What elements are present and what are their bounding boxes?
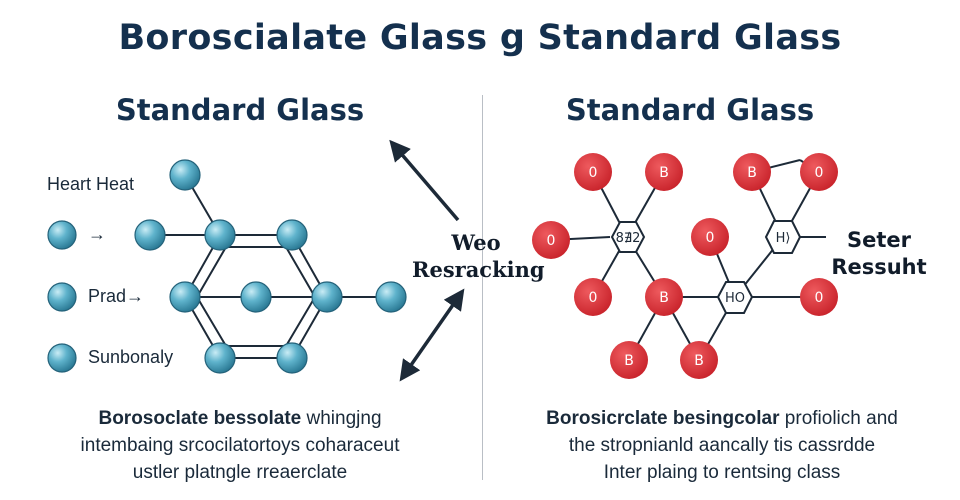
left-caption-line3: ustler platngle rreaerclate: [132, 462, 348, 483]
right-molecule-atoms: 0 B B 0 0 0 0 B 0 B B: [532, 153, 838, 379]
teal-atom: [240, 281, 272, 313]
oxygen-atom: [574, 278, 612, 316]
teal-atom: [47, 282, 77, 312]
atom-label: B: [747, 165, 757, 181]
ring-label: 8∄2: [616, 231, 641, 246]
atom-label: 0: [547, 233, 556, 249]
right-caption-line2: the stropnianld aancally tis cassrdde: [568, 435, 876, 456]
arrow-label: →: [88, 224, 106, 244]
teal-atom: [134, 219, 166, 251]
result-label: Seter Ressuht: [828, 227, 930, 281]
right-caption-line3: Inter plaing to rentsing class: [603, 462, 841, 483]
atom-label: B: [659, 165, 669, 181]
left-panel-title: Standard Glass: [115, 93, 365, 127]
ring-label: H⟩: [776, 231, 791, 246]
oxygen-atom: [574, 153, 612, 191]
heat-label: Heart Heat: [47, 174, 135, 194]
oxygen-atom: [532, 221, 570, 259]
center-label-line2: Resracking: [412, 257, 545, 282]
teal-atom: [47, 220, 77, 250]
right-caption-rest: profiolich and: [779, 408, 898, 429]
left-molecule-bonds: [150, 174, 391, 359]
left-caption-bold: Borosoclate bessolate: [98, 408, 302, 429]
teal-atom: [169, 281, 201, 313]
teal-atom: [311, 281, 343, 313]
atom-label: 0: [706, 230, 715, 246]
oxygen-atom: [691, 218, 729, 256]
arrow-bidirectional-icon: [399, 288, 465, 382]
left-caption-line2: intembaing srcocilatortoys coharaceut: [80, 435, 400, 456]
right-panel-title: Standard Glass: [565, 93, 815, 127]
boron-atom: [645, 278, 683, 316]
result-label-line2: Ressuht: [831, 255, 927, 279]
oxygen-atom: [800, 153, 838, 191]
left-caption: Borosoclate bessolate whingjng intembain…: [20, 405, 460, 486]
panel-divider: [482, 95, 483, 480]
arrow-up-left-icon: [389, 139, 460, 222]
teal-atom: [276, 219, 308, 251]
atom-label: 0: [589, 165, 598, 181]
teal-atom: [375, 281, 407, 313]
center-label-line1: Weo: [451, 230, 501, 255]
teal-atom: [276, 342, 308, 374]
boron-atom: [680, 341, 718, 379]
atom-label: 0: [815, 290, 824, 306]
teal-atom: [204, 342, 236, 374]
page-title: Boroscialate Glass g Standard Glass: [118, 18, 842, 58]
sunbonaly-label: Sunbonaly: [88, 347, 174, 367]
left-caption-rest: whingjng: [301, 408, 382, 429]
ring-label: HO: [725, 291, 745, 306]
boron-atom: [645, 153, 683, 191]
boron-atom: [733, 153, 771, 191]
right-caption: Borosicrclate besingcolar profiolich and…: [492, 405, 952, 486]
center-arrows: [389, 139, 465, 382]
right-caption-line1: Borosicrclate besingcolar profiolich and: [492, 405, 952, 432]
atom-label: B: [659, 290, 669, 306]
left-caption-line1: Borosoclate bessolate whingjng: [20, 405, 460, 432]
teal-atom: [204, 219, 236, 251]
result-label-line1: Seter: [846, 228, 911, 252]
atom-label: B: [694, 353, 704, 369]
atom-label: 0: [589, 290, 598, 306]
teal-atom: [169, 159, 201, 191]
prad-label: Prad→: [88, 286, 145, 306]
boron-atom: [610, 341, 648, 379]
atom-label: B: [624, 353, 634, 369]
atom-label: 0: [815, 165, 824, 181]
center-label: Weo Resracking: [412, 229, 545, 283]
oxygen-atom: [800, 278, 838, 316]
left-molecule-atoms: [47, 159, 407, 374]
teal-atom: [47, 343, 77, 373]
right-caption-bold: Borosicrclate besingcolar: [546, 408, 780, 429]
